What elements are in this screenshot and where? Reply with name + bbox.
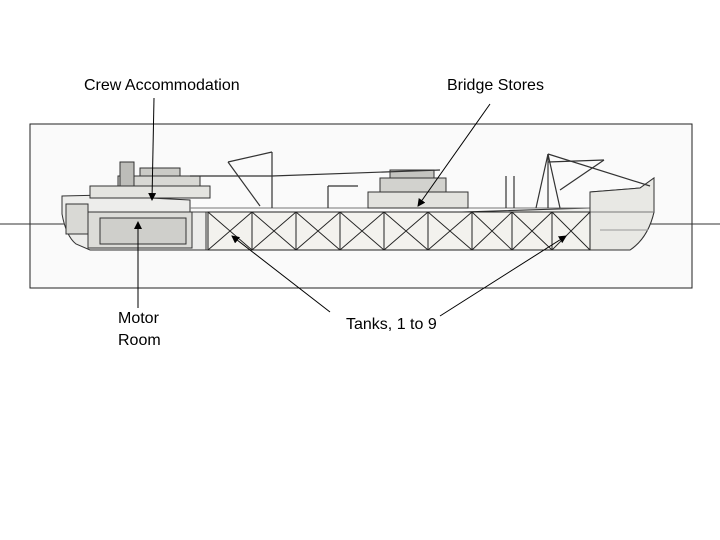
bridge-stores-label: Bridge Stores <box>447 77 544 94</box>
aft-derrick-boom <box>227 161 261 207</box>
crew-accommodation-label: Crew Accommodation <box>84 77 240 94</box>
aft-derrick <box>227 151 273 163</box>
leader-bridge-stores <box>417 103 491 207</box>
leader-tanks-right <box>439 235 567 317</box>
fore-mast-stay-1 <box>535 153 549 209</box>
motor-room-label-line1: Motor <box>118 310 159 327</box>
forecastle <box>589 177 655 251</box>
bridge-house-top <box>389 169 435 179</box>
motor-room-label-line2: Room <box>118 332 161 349</box>
forecastle-stay <box>547 153 651 187</box>
masts-and-derricks <box>190 151 651 209</box>
tank-cross-bracing <box>207 211 591 251</box>
stay-main <box>271 169 441 177</box>
cargo-tanks-group <box>207 211 591 251</box>
aft-deckhouse-top <box>139 167 181 177</box>
tanks-label: Tanks, 1 to 9 <box>346 316 437 333</box>
leader-crew-accommodation <box>148 97 157 201</box>
funnel <box>119 161 135 187</box>
leader-lines <box>134 97 567 317</box>
aft-compartment <box>65 203 89 235</box>
aft-superstructure-base <box>89 185 211 199</box>
motor-room-inner <box>99 217 187 245</box>
motor-room-label: Motor Room <box>118 308 161 352</box>
fore-derrick <box>547 159 605 163</box>
fore-derrick-boom <box>559 159 605 191</box>
fore-mast-stay-2 <box>547 153 561 209</box>
leader-tanks-left <box>231 235 331 313</box>
